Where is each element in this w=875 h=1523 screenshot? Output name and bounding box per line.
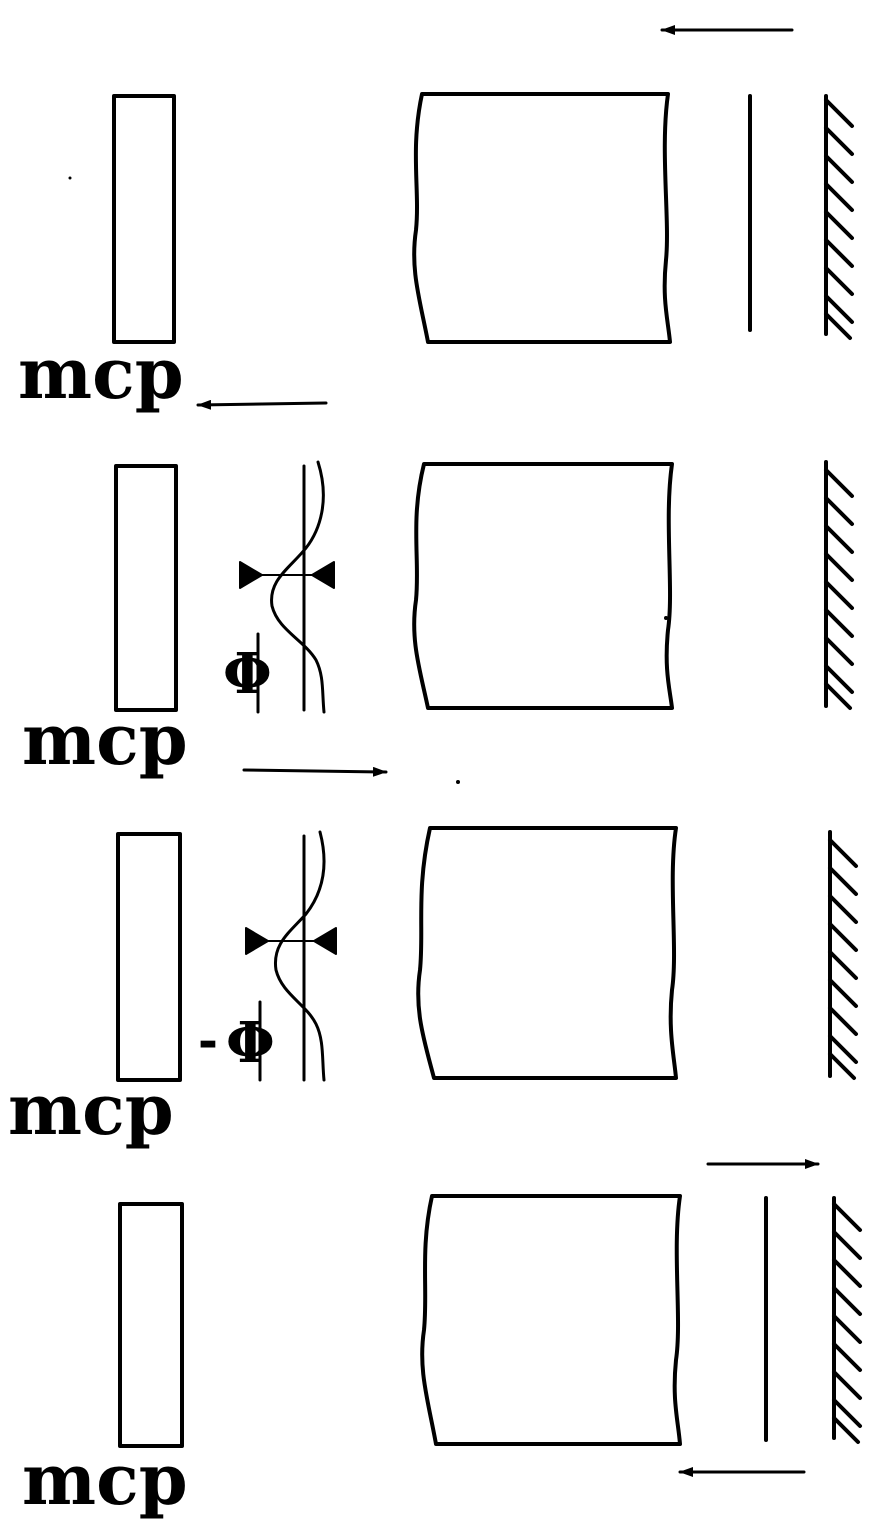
arrow-left-mcp-1 bbox=[196, 399, 328, 410]
speck-2 bbox=[664, 616, 668, 620]
wave-diagram-2 bbox=[259, 830, 326, 1082]
crystal-block-1 bbox=[412, 92, 672, 344]
mcp-plate-3 bbox=[116, 832, 182, 1082]
mcp-label-2: mcp bbox=[22, 698, 188, 781]
bowtie-left-1 bbox=[239, 561, 263, 589]
phi-label: Φ bbox=[223, 641, 272, 707]
arrow-right-mid bbox=[242, 766, 388, 777]
mcp-plate-1 bbox=[112, 94, 176, 344]
mirror-1 bbox=[824, 94, 854, 340]
speck-3 bbox=[68, 176, 72, 180]
panel-4 bbox=[118, 1159, 862, 1477]
crystal-block-2 bbox=[412, 462, 674, 710]
panel-3 bbox=[116, 826, 858, 1082]
crystal-block-4 bbox=[420, 1194, 682, 1446]
speck-1 bbox=[456, 780, 460, 784]
mirror-3 bbox=[828, 830, 858, 1080]
wave-curve-2 bbox=[273, 830, 326, 1082]
wave-curve-1 bbox=[270, 460, 326, 714]
panel-1 bbox=[112, 25, 854, 410]
mcp-label-1: mcp bbox=[18, 332, 184, 415]
panel-2 bbox=[114, 460, 854, 777]
phi-label-2: Φ bbox=[226, 1010, 275, 1076]
bowtie-right-1 bbox=[311, 561, 335, 589]
mcp-plate-4 bbox=[118, 1202, 184, 1448]
crystal-block-3 bbox=[416, 826, 678, 1080]
wave-diagram-1 bbox=[255, 460, 326, 714]
bowtie-right-2 bbox=[313, 927, 337, 955]
bowtie-left-2 bbox=[245, 927, 269, 955]
mcp-label-4: mcp bbox=[22, 1438, 188, 1521]
minus-label: - bbox=[198, 1014, 218, 1070]
mcp-label-3: mcp bbox=[8, 1068, 174, 1151]
mirror-4 bbox=[832, 1196, 862, 1444]
mirror-2 bbox=[824, 460, 854, 710]
mcp-plate-2 bbox=[114, 464, 178, 712]
